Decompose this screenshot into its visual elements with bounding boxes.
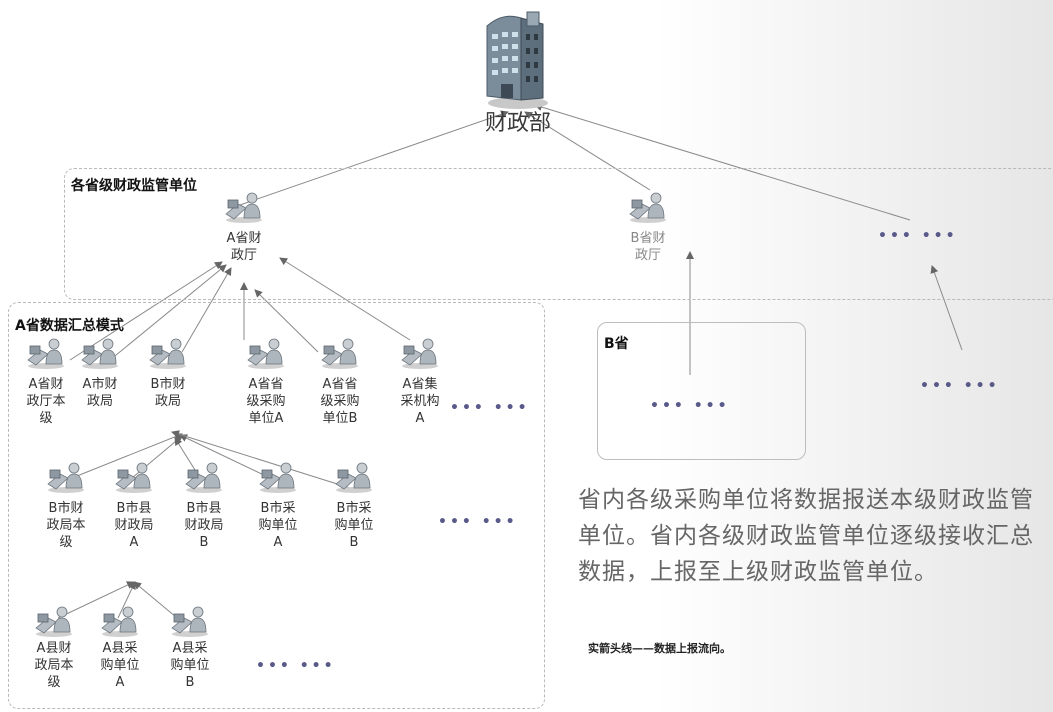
person-at-computer-icon bbox=[115, 462, 152, 493]
person-at-computer-icon bbox=[149, 338, 186, 369]
person-at-computer-icon bbox=[259, 462, 296, 493]
a-province-box: A省数据汇总模式 bbox=[8, 302, 545, 709]
node-l1-4: A省省 级采购 单位A bbox=[234, 336, 298, 427]
ellipsis-level2: ••• ••• bbox=[438, 514, 518, 530]
provincial-supervision-box: 各省级财政监管单位 bbox=[64, 168, 1053, 300]
node-label: B市县 财政局 B bbox=[184, 501, 224, 550]
node-l2-2: B市县 财政局 A bbox=[102, 460, 166, 551]
ellipsis-level3: ••• ••• bbox=[256, 658, 336, 674]
node-label: A县采 购单位 B bbox=[170, 641, 210, 690]
node-l2-4: B市采 购单位 A bbox=[246, 460, 310, 551]
node-label: A县采 购单位 A bbox=[100, 641, 140, 690]
person-at-computer-icon bbox=[629, 192, 666, 223]
b-province-box: B省 bbox=[597, 322, 806, 460]
node-l1-6: A省集 采机构 A bbox=[388, 336, 452, 427]
person-at-computer-icon bbox=[247, 338, 284, 369]
ellipsis-provincial: ••• ••• bbox=[878, 228, 958, 244]
office-building-icon bbox=[486, 11, 548, 109]
node-b-prov: B省财 政厅 bbox=[616, 190, 680, 264]
person-at-computer-icon bbox=[47, 462, 84, 493]
node-l3-3: A县采 购单位 B bbox=[158, 604, 222, 691]
node-label: A市财 政局 bbox=[82, 377, 118, 409]
node-label: A省省 级采购 单位A bbox=[246, 377, 286, 426]
person-at-computer-icon bbox=[225, 192, 262, 223]
node-l3-2: A县采 购单位 A bbox=[88, 604, 152, 691]
node-l1-3: B市财 政局 bbox=[136, 336, 200, 410]
node-label: B市县 财政局 A bbox=[114, 501, 154, 550]
person-at-computer-icon bbox=[185, 462, 222, 493]
person-at-computer-icon bbox=[335, 462, 372, 493]
ministry-node: 财政部 bbox=[470, 6, 566, 136]
node-label: A省集 采机构 A bbox=[400, 377, 440, 426]
legend-text: 实箭头线——数据上报流向。 bbox=[588, 642, 731, 655]
ministry-label: 财政部 bbox=[484, 111, 551, 136]
node-l1-1: A省财 政厅本 级 bbox=[14, 336, 78, 427]
person-at-computer-icon bbox=[171, 606, 208, 637]
node-l2-1: B市财 政局本 级 bbox=[34, 460, 98, 551]
provincial-box-title: 各省级财政监管单位 bbox=[71, 178, 197, 194]
ellipsis-b-province: ••• ••• bbox=[650, 398, 730, 414]
ellipsis-level1: ••• ••• bbox=[450, 400, 530, 416]
node-label: B市采 购单位 A bbox=[258, 501, 298, 550]
node-l3-1: A县财 政局本 级 bbox=[22, 604, 86, 691]
person-at-computer-icon bbox=[401, 338, 438, 369]
description-text: 省内各级采购单位将数据报送本级财政监管单位。省内各级财政监管单位逐级接收汇总数据… bbox=[578, 487, 1034, 585]
person-at-computer-icon bbox=[81, 338, 118, 369]
node-label: B市采 购单位 B bbox=[334, 501, 374, 550]
node-label: A省省 级采购 单位B bbox=[320, 377, 360, 426]
person-at-computer-icon bbox=[27, 338, 64, 369]
b-province-box-title: B省 bbox=[604, 336, 629, 352]
node-label: A省财 政厅本 级 bbox=[26, 377, 66, 426]
a-province-box-title: A省数据汇总模式 bbox=[15, 318, 124, 334]
person-at-computer-icon bbox=[35, 606, 72, 637]
node-a-prov: A省财 政厅 bbox=[212, 190, 276, 264]
node-label: B市财 政局本 级 bbox=[46, 501, 86, 550]
person-at-computer-icon bbox=[101, 606, 138, 637]
node-l2-5: B市采 购单位 B bbox=[322, 460, 386, 551]
node-l1-2: A市财 政局 bbox=[68, 336, 132, 410]
node-l1-5: A省省 级采购 单位B bbox=[308, 336, 372, 427]
ellipsis-other-provinces: ••• ••• bbox=[920, 378, 1000, 394]
node-label: A县财 政局本 级 bbox=[34, 641, 74, 690]
node-label: A省财 政厅 bbox=[226, 231, 262, 263]
node-label: B省财 政厅 bbox=[630, 231, 666, 263]
person-at-computer-icon bbox=[321, 338, 358, 369]
node-l2-3: B市县 财政局 B bbox=[172, 460, 236, 551]
node-label: B市财 政局 bbox=[150, 377, 186, 409]
